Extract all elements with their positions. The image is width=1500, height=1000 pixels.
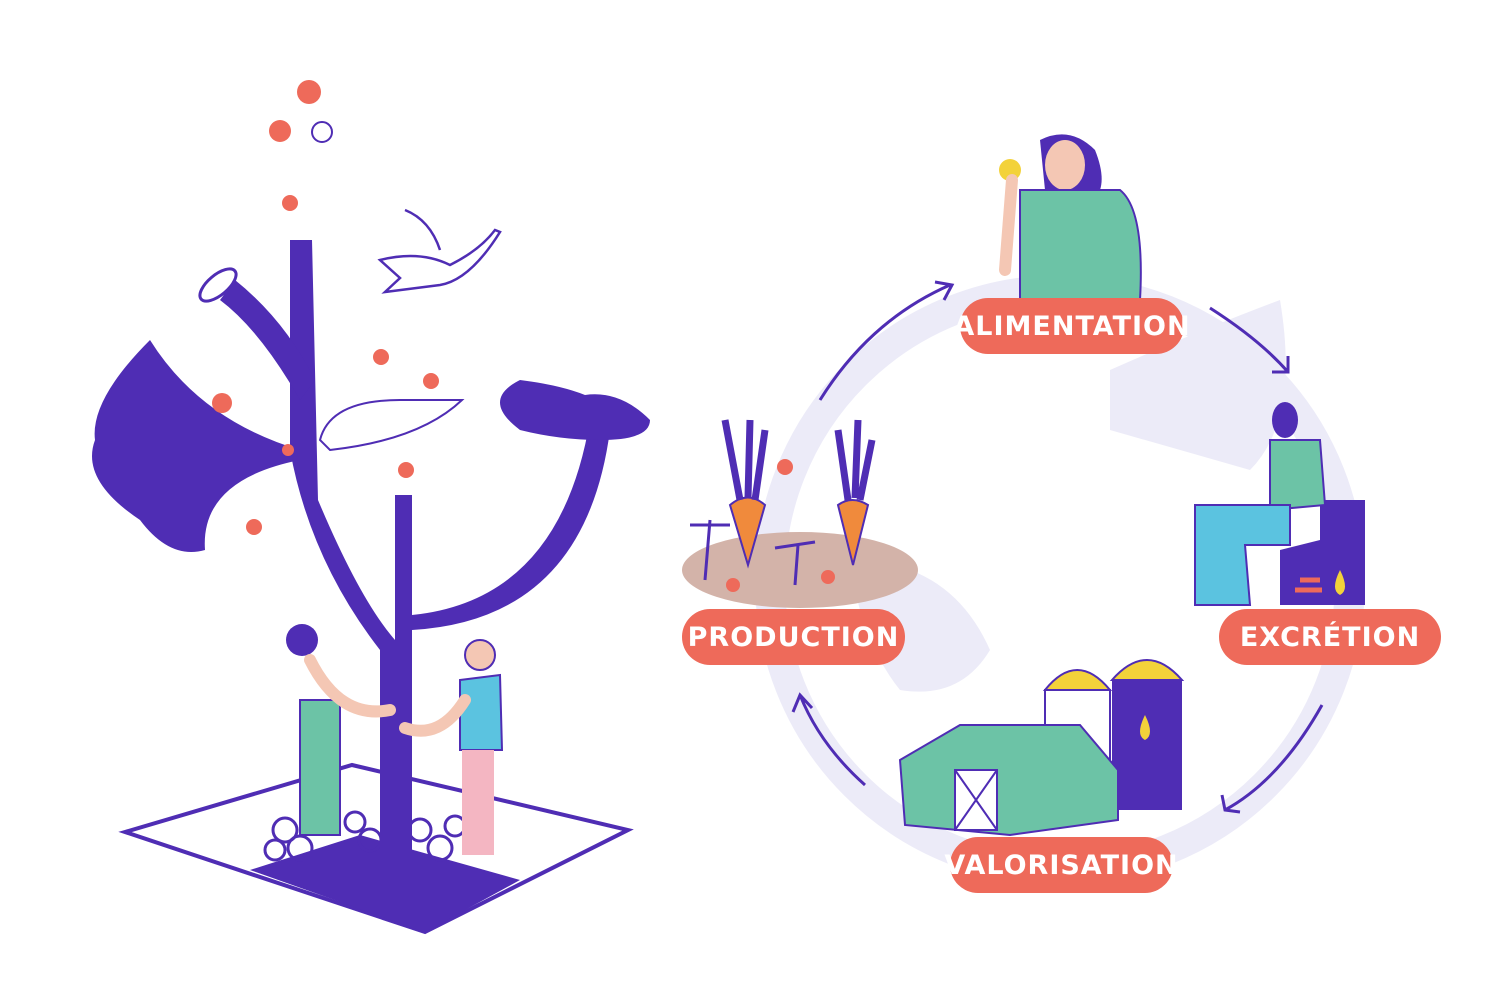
background-blob	[1110, 300, 1286, 470]
floating-dots	[212, 80, 439, 535]
tree-trunk	[290, 240, 412, 860]
arrow-alimentation-to-excretion	[1209, 306, 1290, 374]
farm-silos	[898, 659, 1185, 837]
stage-label-excretion: EXCRÉTION	[1219, 609, 1441, 665]
arrow-valorisation-to-production	[791, 692, 866, 787]
stump-top-left	[198, 267, 238, 303]
stage-label-production: PRODUCTION	[682, 609, 905, 665]
tree-branch-left	[220, 280, 315, 400]
arrow-excretion-to-valorisation	[1220, 704, 1324, 814]
arrow-production-to-alimentation	[818, 280, 955, 401]
soil	[682, 532, 918, 608]
bird	[377, 208, 502, 294]
person-toilet	[1194, 402, 1365, 606]
tree-scene	[92, 80, 650, 935]
carrot	[836, 499, 870, 566]
carrot-garden	[682, 419, 918, 608]
cycle-arrows	[791, 280, 1324, 814]
woman-eating	[999, 134, 1142, 301]
bushes	[263, 810, 467, 862]
ground-square	[118, 762, 634, 935]
person-left	[286, 624, 396, 836]
stage-label-valorisation: VALORISATION	[944, 837, 1178, 893]
barn	[898, 724, 1119, 837]
ground-shadow	[250, 835, 520, 932]
ginkgo-leaf-right	[500, 380, 650, 440]
ginkgo-leaf-left	[92, 340, 300, 552]
tree-branch-right	[412, 420, 610, 630]
stage-label-alimentation: ALIMENTATION	[953, 298, 1190, 354]
person-right	[399, 639, 504, 855]
striped-leaf	[318, 399, 465, 452]
cycle-diagram	[682, 134, 1365, 885]
outline-dot	[311, 121, 333, 143]
